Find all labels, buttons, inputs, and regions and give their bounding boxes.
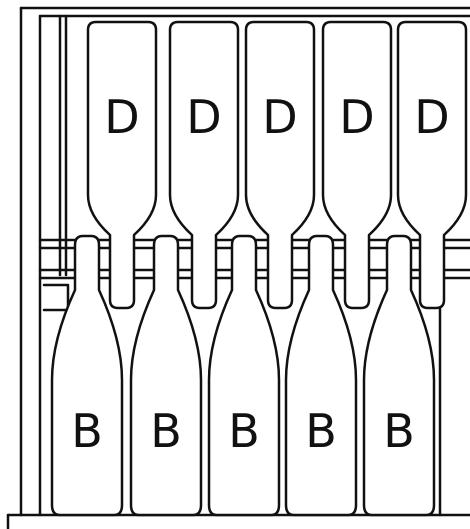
top-bottle-label: D xyxy=(339,90,374,144)
top-bottle-label: D xyxy=(104,90,139,144)
top-bottle-label: D xyxy=(262,90,297,144)
bottom-bottle-label: B xyxy=(305,404,337,458)
top-bottle-label: D xyxy=(186,90,221,144)
top-bottle-label: D xyxy=(414,90,449,144)
bottom-bottle-label: B xyxy=(150,404,182,458)
top-bottle: D xyxy=(170,22,238,308)
bottom-bottle-label: B xyxy=(383,404,415,458)
bottom-bottle-label: B xyxy=(71,404,103,458)
bottom-bottle-label: B xyxy=(228,404,260,458)
